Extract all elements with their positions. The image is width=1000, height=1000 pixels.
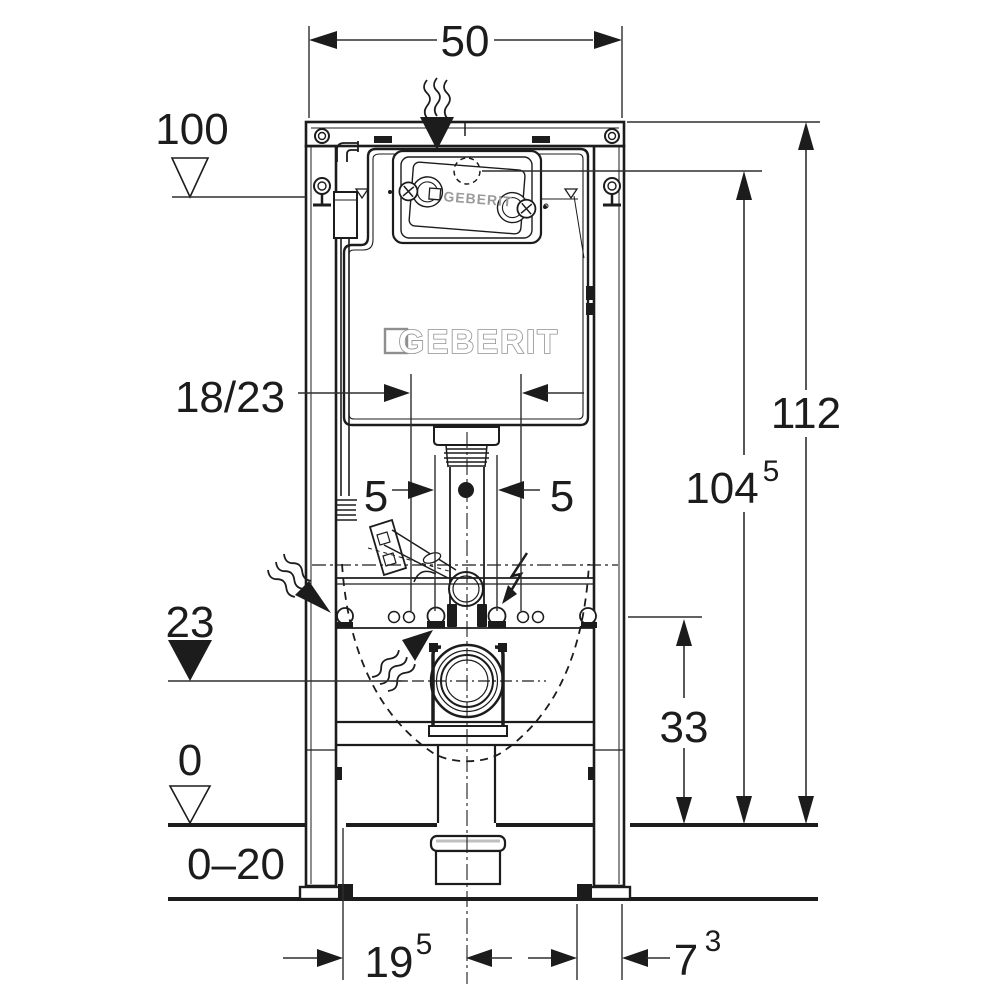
dim-label-104-sup: 5 [763, 455, 780, 488]
dimension-centre-offsets: 5 5 [364, 455, 574, 611]
level-marker-icon [168, 785, 212, 825]
dim-label-104: 104 [685, 464, 758, 513]
electrical-connection-icon [502, 552, 529, 604]
brand-square-icon [428, 187, 442, 201]
screw-icon [516, 198, 537, 219]
anchor-holes [313, 128, 621, 207]
leg-pin [335, 767, 342, 780]
dim-label-5-right: 5 [550, 472, 574, 521]
cistern-clip [586, 286, 594, 300]
flush-bend-assembly [433, 426, 500, 627]
dimension-outlet-height: 33 [628, 616, 709, 824]
dimension-bottom-offsets: 19 5 7 3 [283, 828, 721, 987]
dim-label-7: 7 [674, 936, 698, 985]
fixing-hole-row [336, 606, 597, 628]
floor-lines [168, 823, 818, 901]
left-foot-clamp [338, 884, 353, 898]
wc-bowl-outline [341, 563, 590, 763]
cistern-brand-logo: GEBERIT [383, 322, 560, 361]
dimension-level-0: 0 [168, 736, 212, 825]
pin-dot [543, 205, 547, 209]
waste-connector [429, 834, 507, 886]
dim-label-112: 112 [771, 389, 841, 438]
dimension-top-width: 50 [308, 17, 623, 118]
centre-dot [458, 482, 474, 498]
water-supply-assembly [333, 141, 457, 583]
bottom-crossbar [336, 720, 594, 823]
dim-label-23: 23 [166, 598, 215, 647]
dim-label-floor-buildup: 0–20 [187, 840, 285, 889]
flush-plate-brand-text: GEBERIT [443, 188, 513, 209]
dimension-level-23: 23 [166, 598, 406, 682]
dim-label-19-sup: 5 [416, 928, 433, 961]
fixing-tab [374, 136, 392, 143]
dimension-overall-height: 112 [627, 121, 841, 824]
corrugated-hose [336, 499, 357, 521]
level-marker-icon [170, 157, 210, 199]
dimension-level-100: 100 [155, 105, 306, 199]
dim-label-7-sup: 3 [705, 925, 722, 958]
lower-crossmember [312, 564, 618, 629]
dimension-actuation-height: 104 5 [482, 170, 780, 824]
cistern-brand-text: GEBERIT [399, 323, 560, 360]
right-foot-clamp [577, 884, 592, 898]
cistern-clip [586, 303, 594, 315]
flush-plate-access: GEBERIT [388, 149, 547, 245]
actuation-axis-circle [453, 157, 481, 185]
dim-label-33: 33 [660, 703, 709, 752]
dim-label-19: 19 [365, 938, 414, 987]
pin-dot [388, 190, 392, 194]
fixing-tab [532, 136, 550, 143]
heat-source-icon [267, 553, 331, 613]
heat-source-icon [371, 630, 433, 692]
screw-icon [398, 181, 419, 202]
dim-label-5-left: 5 [364, 472, 388, 521]
mounting-frame [298, 120, 632, 901]
dim-label-100: 100 [155, 105, 228, 154]
protection-plate: GEBERIT [398, 161, 537, 235]
dim-label-18-23: 18/23 [175, 373, 285, 422]
cistern-side-line [573, 195, 585, 259]
heat-source-icon [420, 77, 454, 150]
dim-label-50: 50 [441, 17, 490, 66]
leg-pin [588, 767, 595, 780]
level-marker-icon [168, 640, 212, 681]
dim-label-0: 0 [178, 736, 202, 785]
concealed-cistern: GEBERIT GEBERIT [342, 147, 594, 427]
